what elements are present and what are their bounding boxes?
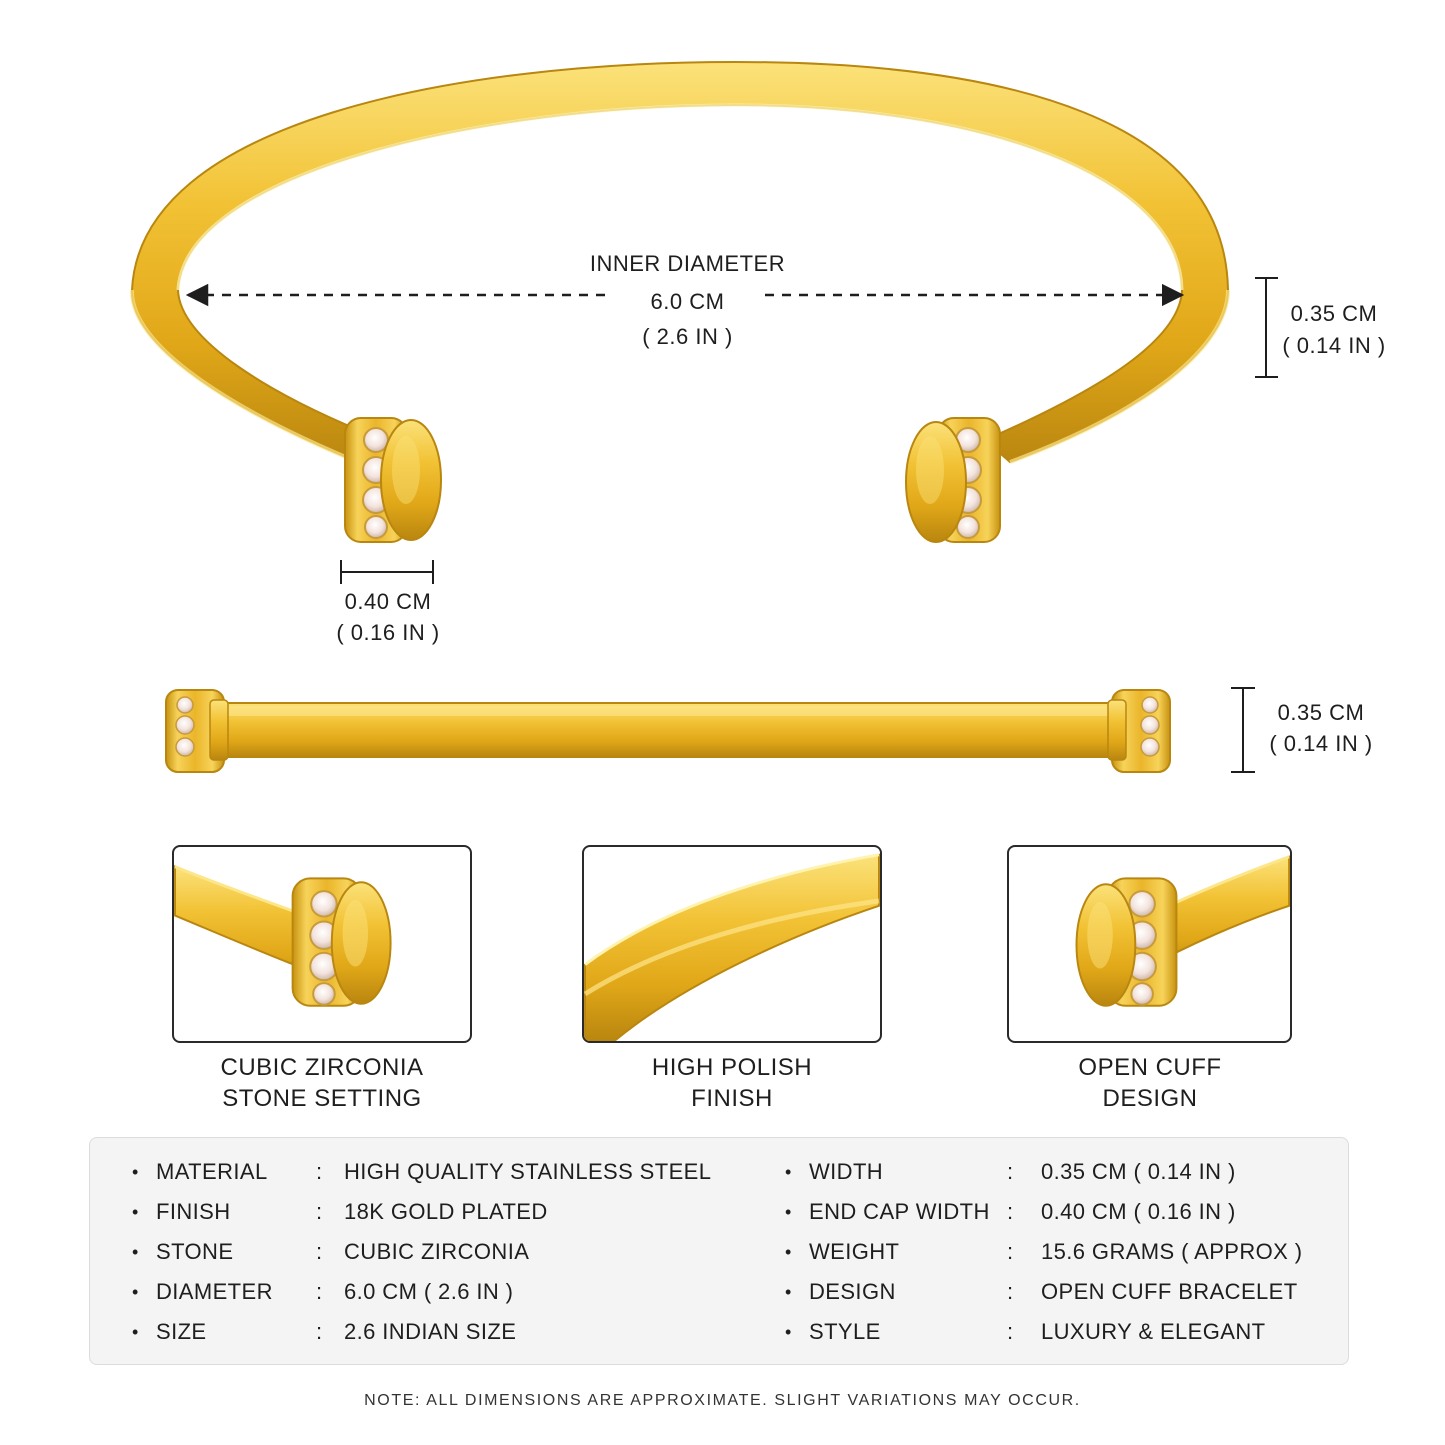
spec-key: WEIGHT xyxy=(809,1239,900,1264)
spec-row-style: • STYLE : LUXURY & ELEGANT xyxy=(785,1312,1325,1352)
spec-row-finish: • FINISH : 18K GOLD PLATED xyxy=(132,1192,732,1232)
bullet: • xyxy=(132,1322,139,1342)
thumb-stone-setting xyxy=(172,845,472,1043)
specs-panel: • MATERIAL : HIGH QUALITY STAINLESS STEE… xyxy=(89,1137,1349,1365)
spec-key: DESIGN xyxy=(809,1279,896,1304)
feature-line: HIGH POLISH xyxy=(651,1054,813,1081)
spec-colon: : xyxy=(1007,1199,1014,1224)
spec-colon: : xyxy=(1007,1319,1014,1344)
inner-diameter-in: ( 2.6 IN ) xyxy=(642,324,733,349)
feature-label-high-polish: HIGH POLISH FINISH xyxy=(572,1052,892,1114)
spec-row-stone: • STONE : CUBIC ZIRCONIA xyxy=(132,1232,732,1272)
spec-colon: : xyxy=(316,1239,323,1264)
inner-diameter-cm: 6.0 CM xyxy=(650,289,725,314)
spec-colon: : xyxy=(1007,1279,1014,1304)
disclaimer-note: NOTE: ALL DIMENSIONS ARE APPROXIMATE. SL… xyxy=(364,1392,1081,1409)
end-cap-in: ( 0.16 IN ) xyxy=(336,620,440,645)
feature-label-stone-setting: CUBIC ZIRCONIA STONE SETTING xyxy=(162,1052,482,1114)
open-cuff-closeup xyxy=(1075,855,1290,1007)
spec-value: HIGH QUALITY STAINLESS STEEL xyxy=(344,1159,712,1184)
spec-row-end-cap-width: • END CAP WIDTH : 0.40 CM ( 0.16 IN ) xyxy=(785,1192,1325,1232)
thumb-high-polish xyxy=(582,845,882,1043)
specs-right-column: • WIDTH : 0.35 CM ( 0.14 IN ) • END CAP … xyxy=(785,1152,1325,1352)
spec-row-material: • MATERIAL : HIGH QUALITY STAINLESS STEE… xyxy=(132,1152,732,1192)
bullet: • xyxy=(132,1242,139,1262)
top-width-cm: 0.35 CM xyxy=(1290,301,1378,326)
spec-value: 0.35 CM ( 0.14 IN ) xyxy=(1041,1159,1236,1184)
spec-value: LUXURY & ELEGANT xyxy=(1041,1319,1266,1344)
bullet: • xyxy=(132,1202,139,1222)
bullet: • xyxy=(785,1162,792,1182)
feature-line: CUBIC ZIRCONIA xyxy=(220,1054,424,1081)
end-cap-cm: 0.40 CM xyxy=(344,589,432,614)
spec-row-weight: • WEIGHT : 15.6 GRAMS ( APPROX ) xyxy=(785,1232,1325,1272)
spec-row-design: • DESIGN : OPEN CUFF BRACELET xyxy=(785,1272,1325,1312)
spec-colon: : xyxy=(316,1279,323,1304)
feature-line: DESIGN xyxy=(1102,1085,1198,1112)
spec-row-size: • SIZE : 2.6 INDIAN SIZE xyxy=(132,1312,732,1352)
bullet: • xyxy=(132,1162,139,1182)
spec-colon: : xyxy=(316,1319,323,1344)
specs-left-column: • MATERIAL : HIGH QUALITY STAINLESS STEE… xyxy=(132,1152,732,1352)
bracelet-illustration xyxy=(129,60,1278,773)
spec-value: 6.0 CM ( 2.6 IN ) xyxy=(344,1279,514,1304)
spec-colon: : xyxy=(1007,1239,1014,1264)
spec-row-diameter: • DIAMETER : 6.0 CM ( 2.6 IN ) xyxy=(132,1272,732,1312)
feature-line: FINISH xyxy=(691,1085,773,1112)
spec-value: OPEN CUFF BRACELET xyxy=(1041,1279,1298,1304)
spec-colon: : xyxy=(316,1199,323,1224)
side-width-cm: 0.35 CM xyxy=(1277,700,1365,725)
spec-key: MATERIAL xyxy=(156,1159,268,1184)
polish-closeup xyxy=(584,853,880,1041)
right-end-cap xyxy=(905,417,1001,543)
spec-key: WIDTH xyxy=(809,1159,884,1184)
bullet: • xyxy=(785,1242,792,1262)
feature-line: STONE SETTING xyxy=(222,1085,422,1112)
side-width-in: ( 0.14 IN ) xyxy=(1269,731,1373,756)
cuff-side-view xyxy=(165,689,1171,773)
cuff-top-view xyxy=(129,60,1230,467)
stone-setting-closeup xyxy=(174,865,392,1007)
end-cap-bracket xyxy=(340,560,434,584)
spec-value: CUBIC ZIRCONIA xyxy=(344,1239,530,1264)
bullet: • xyxy=(785,1282,792,1302)
spec-key: FINISH xyxy=(156,1199,231,1224)
thumb-open-cuff xyxy=(1007,845,1292,1043)
spec-colon: : xyxy=(1007,1159,1014,1184)
feature-line: OPEN CUFF xyxy=(1078,1054,1222,1081)
spec-key: STYLE xyxy=(809,1319,881,1344)
bullet: • xyxy=(785,1322,792,1342)
spec-key: STONE xyxy=(156,1239,234,1264)
spec-row-width: • WIDTH : 0.35 CM ( 0.14 IN ) xyxy=(785,1152,1325,1192)
spec-key: DIAMETER xyxy=(156,1279,273,1304)
spec-value: 0.40 CM ( 0.16 IN ) xyxy=(1041,1199,1236,1224)
bullet: • xyxy=(785,1202,792,1222)
spec-key: END CAP WIDTH xyxy=(809,1199,990,1224)
spec-value: 15.6 GRAMS ( APPROX ) xyxy=(1041,1239,1303,1264)
spec-value: 18K GOLD PLATED xyxy=(344,1199,548,1224)
top-width-in: ( 0.14 IN ) xyxy=(1282,333,1386,358)
left-end-cap xyxy=(344,417,442,543)
spec-key: SIZE xyxy=(156,1319,207,1344)
spec-value: 2.6 INDIAN SIZE xyxy=(344,1319,517,1344)
spec-colon: : xyxy=(316,1159,323,1184)
top-width-bracket xyxy=(1255,277,1278,378)
feature-label-open-cuff: OPEN CUFF DESIGN xyxy=(990,1052,1310,1114)
bullet: • xyxy=(132,1282,139,1302)
side-width-bracket xyxy=(1231,687,1255,773)
inner-diameter-label: INNER DIAMETER xyxy=(589,251,786,276)
